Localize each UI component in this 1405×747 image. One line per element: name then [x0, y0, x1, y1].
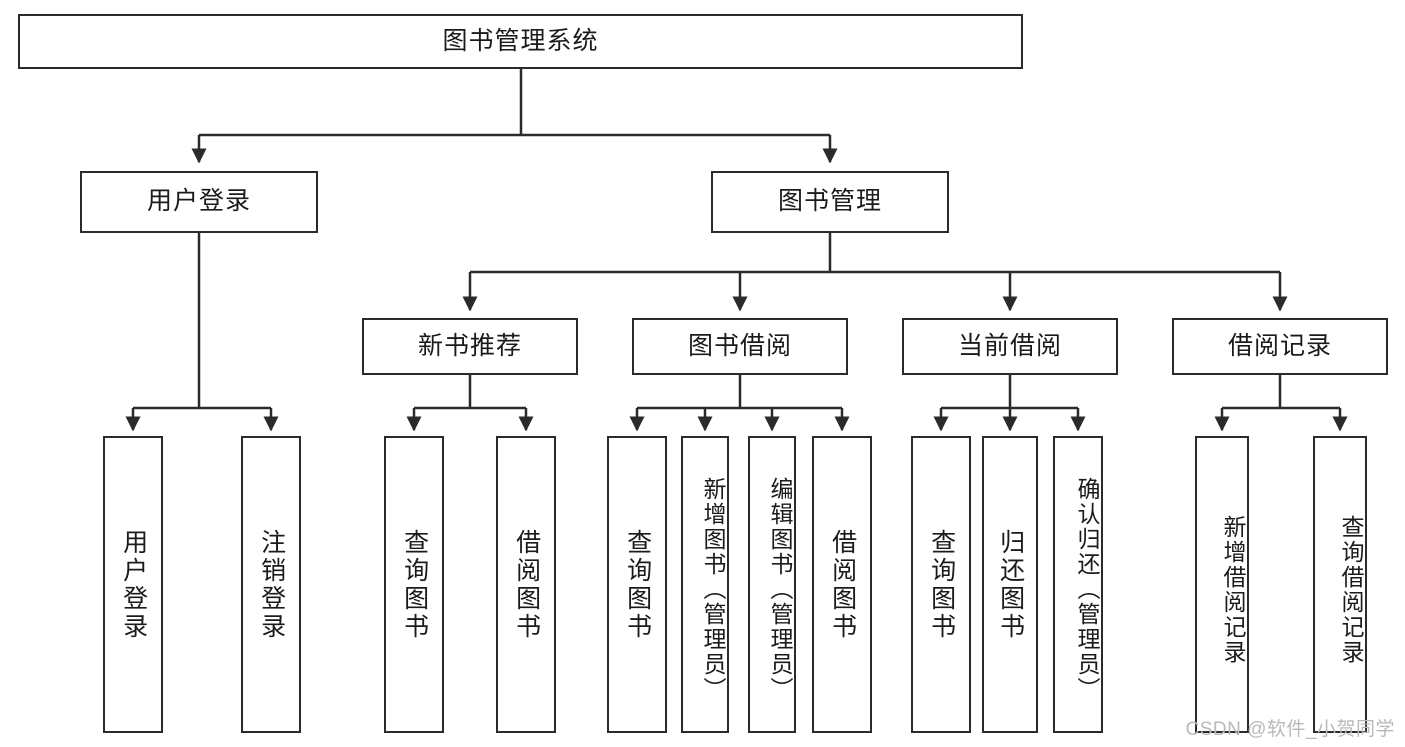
node-label: 图书管理系统	[442, 26, 599, 55]
node-label: 图书借阅	[687, 331, 792, 360]
node-user-login[interactable]: 用户登录	[80, 171, 318, 233]
leaf-query-book-current[interactable]: 查询图书	[911, 436, 971, 733]
node-label: 当前借阅	[957, 331, 1062, 360]
node-label: 用户登录	[146, 187, 251, 216]
node-label: 用户登录	[119, 528, 148, 641]
node-book-borrow[interactable]: 图书借阅	[632, 318, 848, 375]
leaf-borrow-book[interactable]: 借阅图书	[812, 436, 872, 733]
node-label: 查询图书	[400, 528, 429, 641]
node-new-book-recommend[interactable]: 新书推荐	[362, 318, 578, 375]
node-label: 查询图书	[623, 528, 652, 641]
leaf-return-book[interactable]: 归还图书	[982, 436, 1038, 733]
leaf-confirm-return-admin[interactable]: 确认归还（管理员）	[1053, 436, 1103, 733]
node-label: 新增借阅记录	[1220, 514, 1246, 665]
node-label: 借阅记录	[1227, 331, 1332, 360]
leaf-query-book-borrow[interactable]: 查询图书	[607, 436, 667, 733]
node-root-book-management-system[interactable]: 图书管理系统	[18, 14, 1023, 69]
leaf-user-logout[interactable]: 注销登录	[241, 436, 301, 733]
node-label: 确认归还（管理员）	[1074, 477, 1100, 702]
node-label: 借阅图书	[512, 528, 541, 641]
leaf-add-borrow-record[interactable]: 新增借阅记录	[1195, 436, 1249, 733]
leaf-query-book-recommend[interactable]: 查询图书	[384, 436, 444, 733]
node-label: 注销登录	[257, 528, 286, 641]
node-label: 查询图书	[927, 528, 956, 641]
node-label: 查询借阅记录	[1338, 514, 1364, 665]
node-label: 新增图书（管理员）	[700, 477, 726, 702]
leaf-add-book-admin[interactable]: 新增图书（管理员）	[681, 436, 729, 733]
leaf-borrow-book-recommend[interactable]: 借阅图书	[496, 436, 556, 733]
node-book-management[interactable]: 图书管理	[711, 171, 949, 233]
node-current-borrow[interactable]: 当前借阅	[902, 318, 1118, 375]
node-label: 图书管理	[777, 187, 882, 216]
node-label: 借阅图书	[828, 528, 857, 641]
watermark: CSDN @软件_小贺同学	[1185, 719, 1395, 740]
leaf-query-borrow-record[interactable]: 查询借阅记录	[1313, 436, 1367, 733]
node-label: 编辑图书（管理员）	[767, 477, 793, 702]
node-label: 新书推荐	[417, 331, 522, 360]
leaf-edit-book-admin[interactable]: 编辑图书（管理员）	[748, 436, 796, 733]
leaf-user-login[interactable]: 用户登录	[103, 436, 163, 733]
node-label: 归还图书	[996, 528, 1025, 641]
node-borrow-record[interactable]: 借阅记录	[1172, 318, 1388, 375]
